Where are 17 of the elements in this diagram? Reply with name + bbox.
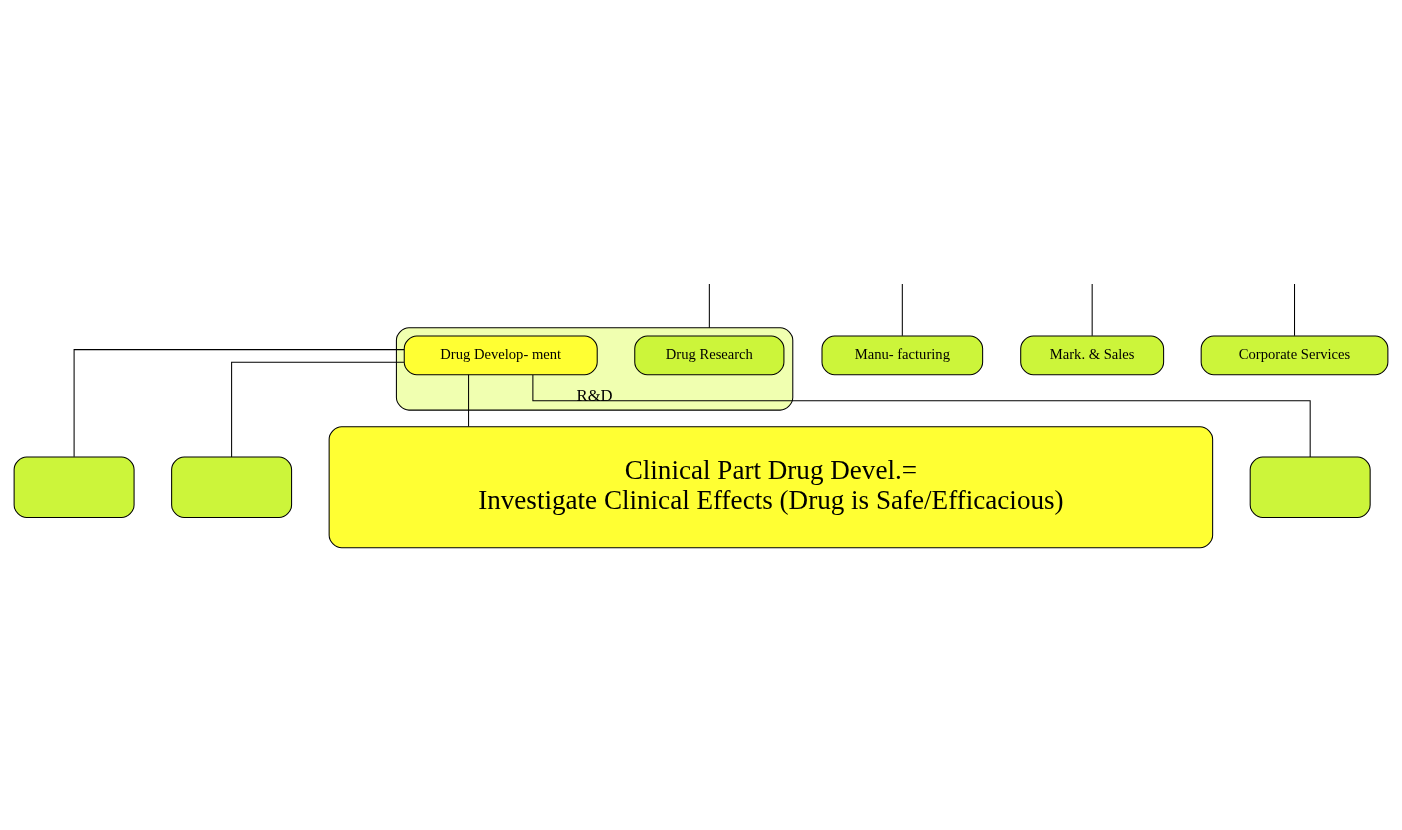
node-box bbox=[1249, 456, 1371, 518]
connector bbox=[468, 373, 470, 427]
connector bbox=[708, 283, 710, 328]
connector bbox=[73, 348, 405, 457]
node-box: Drug Research bbox=[634, 335, 785, 375]
connector bbox=[901, 283, 903, 336]
node-box: Drug Develop- ment bbox=[403, 335, 598, 375]
connector bbox=[231, 361, 405, 458]
connector bbox=[1294, 283, 1296, 336]
node-box bbox=[13, 456, 135, 518]
connector bbox=[1091, 283, 1093, 336]
node-box: Corporate Services bbox=[1200, 335, 1389, 375]
node-box bbox=[171, 456, 293, 518]
node-box: Clinical Part Drug Devel.= Investigate Clinical Effects (Drug is Safe/Efficacious) bbox=[328, 425, 1214, 548]
node-box: Mark. & Sales bbox=[1020, 335, 1165, 375]
connector bbox=[532, 373, 1311, 458]
node-box: Manu- facturing bbox=[821, 335, 984, 375]
